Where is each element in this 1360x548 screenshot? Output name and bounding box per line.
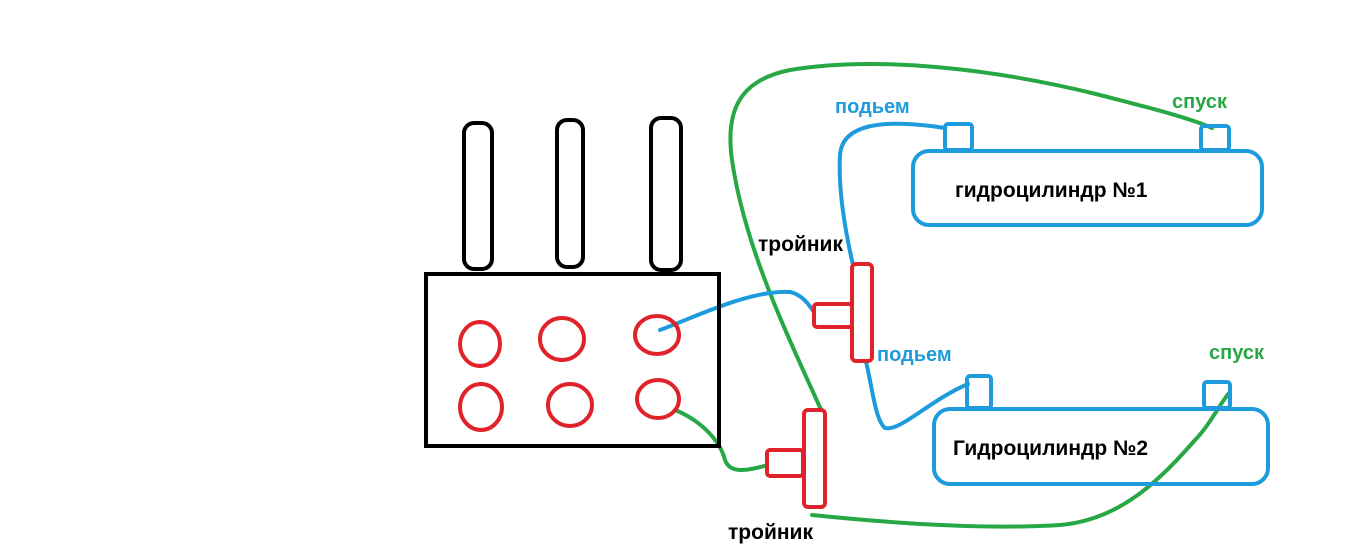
valve-port-4: [458, 382, 504, 432]
valve-port-2: [538, 316, 586, 362]
cylinder-1-lift-label: подьем: [835, 96, 910, 118]
cylinder-2-lift-port: [965, 374, 993, 410]
valve-port-1: [458, 320, 502, 368]
cylinder-1-lower-label: спуск: [1172, 91, 1228, 113]
valve-lever-1: [462, 121, 494, 271]
blue-line-tee-to-cyl2-lift: [864, 360, 970, 431]
cylinder-2-lower-label: спуск: [1209, 342, 1265, 364]
cylinder-1-name: гидроцилиндр №1: [955, 179, 1148, 202]
valve-lever-2: [555, 118, 585, 269]
tee-bottom-label: тройник: [728, 521, 813, 544]
green-line-valve-to-tee: [673, 408, 770, 472]
valve-lever-3: [649, 116, 683, 272]
cylinder-2-lower-port: [1202, 380, 1232, 410]
tee-top-stem: [812, 302, 854, 329]
cylinder-1-lift-port: [943, 122, 974, 152]
cylinders: [911, 122, 1270, 486]
valve-block: [424, 116, 721, 448]
valve-port-3: [633, 314, 681, 356]
valve-block-body: [424, 272, 721, 448]
tee-top-bar: [850, 262, 874, 363]
cylinder-2-name: Гидроцилиндр №2: [953, 437, 1148, 460]
valve-port-5: [546, 382, 594, 428]
tees: [765, 262, 874, 509]
valve-ports: [458, 314, 681, 432]
lift-lines: [658, 121, 970, 431]
green-line-tee-to-cyl1-lower: [728, 62, 1214, 414]
cylinder-1-body: [911, 149, 1264, 227]
tee-top-label: тройник: [758, 233, 843, 256]
lowering-lines: [673, 62, 1232, 529]
cylinder-1-lower-port: [1199, 124, 1231, 152]
tee-bottom-bar: [802, 408, 827, 509]
blue-line-valve-to-tee: [658, 289, 820, 332]
green-line-tee-to-cyl2-lower: [810, 390, 1232, 529]
blue-line-tee-to-cyl1-lift: [837, 121, 947, 267]
cylinder-2-body: [932, 407, 1270, 486]
cylinder-2-lift-label: подьем: [877, 344, 952, 366]
valve-port-6: [635, 378, 681, 420]
tee-bottom-stem: [765, 448, 805, 478]
